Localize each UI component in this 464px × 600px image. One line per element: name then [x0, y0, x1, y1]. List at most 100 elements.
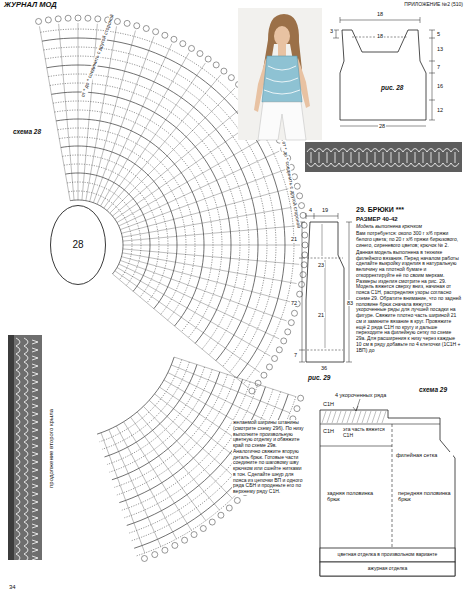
picot — [191, 532, 197, 538]
picot — [298, 395, 304, 401]
body-text: Модель выполнена крючком — [356, 224, 462, 230]
chart-row — [102, 362, 189, 449]
dimension: 3 — [329, 28, 334, 34]
chart-row — [114, 374, 227, 487]
picot — [218, 512, 224, 518]
lace-motif — [16, 370, 38, 378]
chart-column — [101, 53, 190, 206]
lace-motif — [355, 149, 363, 167]
band-outline — [320, 548, 455, 562]
lace-motif — [16, 386, 38, 394]
lace-motif — [16, 522, 38, 530]
picot — [299, 281, 305, 287]
picot — [182, 537, 188, 543]
trim-band: цветная отделка в произвольном варианте — [320, 548, 455, 562]
picot — [226, 505, 232, 511]
dimension-line — [299, 222, 305, 362]
picot — [65, 15, 71, 21]
lace-motif — [16, 538, 38, 546]
picot — [180, 41, 186, 47]
lace-stitches — [307, 149, 459, 167]
scheme-note: 4 укороченных ряда — [334, 392, 387, 398]
motif-center: 28 — [50, 205, 106, 285]
neck — [278, 44, 286, 56]
leader-arrow — [353, 406, 358, 411]
chart-column — [101, 433, 145, 553]
chart-column — [117, 268, 270, 357]
picot — [162, 32, 168, 38]
lace-motif — [16, 442, 38, 450]
lace-motif — [16, 362, 38, 370]
picot — [213, 62, 219, 68]
figure-label: рис. 29 — [307, 374, 331, 381]
picot — [302, 242, 308, 248]
trousers-scheme — [320, 399, 455, 576]
lace-motif — [16, 554, 38, 562]
picot — [249, 388, 255, 394]
chart-column — [112, 274, 248, 388]
dimension-line — [322, 224, 325, 348]
chart-column — [116, 426, 176, 539]
chart-column — [121, 188, 292, 234]
upper-wing — [36, 15, 308, 394]
dimension: 36 — [320, 365, 328, 371]
hatch-stroke — [342, 411, 346, 423]
picot — [171, 36, 177, 42]
chart-row — [119, 379, 242, 502]
dimension: 5 — [436, 31, 441, 37]
chart-row — [104, 364, 196, 456]
hatch-stroke — [372, 411, 376, 423]
picot — [152, 552, 158, 558]
band-line — [320, 424, 440, 425]
picot — [297, 291, 303, 297]
hatch-stroke — [352, 411, 356, 423]
lace-motif — [16, 402, 38, 410]
picot — [294, 183, 300, 189]
hatch-stroke — [347, 411, 351, 423]
chart-column — [93, 36, 154, 202]
band-line — [320, 446, 392, 447]
picot — [143, 26, 149, 32]
chart-column — [122, 253, 296, 284]
size-label: РАЗМЕР 40-42 — [356, 216, 462, 223]
picot — [302, 232, 308, 238]
dimension: 28 — [378, 123, 386, 129]
lace-motif — [16, 506, 38, 514]
chart-column — [59, 24, 74, 200]
node-text: 28 — [70, 239, 85, 251]
picot — [197, 51, 203, 57]
lace-motif — [363, 149, 371, 167]
picot — [75, 15, 81, 21]
hatch-stroke — [327, 411, 331, 423]
lace-motif — [16, 418, 38, 426]
lace-motif — [427, 149, 435, 167]
hatch-stroke — [337, 411, 341, 423]
page-number: 34 — [8, 584, 17, 591]
dimension: 21 — [317, 312, 325, 318]
picot — [300, 212, 306, 218]
chart-column — [109, 430, 161, 547]
chart-column — [131, 417, 206, 521]
oval-outline — [51, 206, 106, 285]
dimension: 12 — [436, 107, 444, 113]
picot — [85, 15, 91, 21]
dimension: 13 — [436, 46, 444, 52]
lace-motif — [16, 546, 38, 554]
photo-ground — [238, 8, 322, 140]
model-photo — [238, 8, 322, 140]
picot — [272, 356, 278, 362]
hatch-stroke — [367, 411, 371, 423]
picot — [209, 519, 215, 525]
picot — [189, 45, 195, 51]
trim-band: ажурная отделка — [320, 562, 455, 576]
dimension: 23 — [317, 262, 325, 268]
hatch-stroke — [357, 411, 361, 423]
lace-motif — [339, 149, 347, 167]
picot — [291, 310, 297, 316]
lace-motif — [16, 410, 38, 418]
dimension: 21 — [290, 236, 298, 242]
dimension-line — [306, 213, 338, 219]
lace-motif — [16, 514, 38, 522]
lace-motif — [451, 149, 459, 167]
picot — [114, 18, 120, 24]
